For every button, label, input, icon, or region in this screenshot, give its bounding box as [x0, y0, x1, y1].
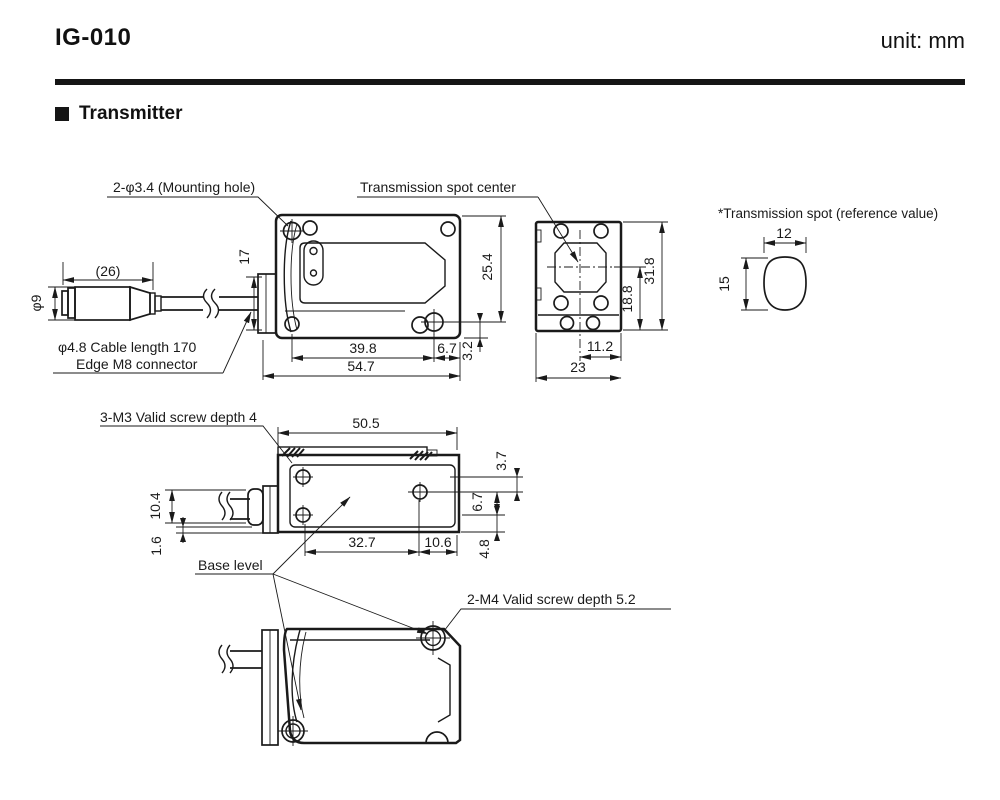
callout-cable: φ4.8 Cable length 170 Edge M8 connector [53, 311, 252, 374]
top-view: 2-φ3.4 (Mounting hole) Transmission spot… [28, 179, 579, 381]
m3-screw-label: 3-M3 Valid screw depth 4 [100, 409, 257, 425]
dim-spot-height: 15 [716, 257, 768, 311]
dim-connector-dia: φ9 [28, 286, 78, 321]
dim-side-length: 50.5 [277, 415, 458, 450]
m8-connector-drawing [61, 285, 162, 322]
dim-front-widths: 11.2 23 [535, 333, 622, 382]
dim-32-7: 32.7 [348, 534, 375, 550]
dim-side-left: 10.4 1.6 [147, 489, 276, 556]
section-title: Transmitter [79, 103, 183, 124]
dim-10-6: 10.6 [424, 534, 451, 550]
dim-11-2: 11.2 [587, 338, 613, 354]
cable-side [218, 485, 279, 534]
mounting-flange [257, 273, 277, 334]
dim-3-2: 3.2 [459, 341, 475, 361]
dim-3-7: 3.7 [493, 451, 509, 471]
front-view: 18.8 31.8 11.2 23 [534, 220, 668, 382]
dim-connector-length: (26) [62, 262, 154, 290]
spot-center-label: Transmission spot center [360, 179, 516, 195]
mounting-hole-label: 2-φ3.4 (Mounting hole) [113, 179, 255, 195]
callout-m4-screw: 2-M4 Valid screw depth 5.2 [443, 591, 671, 632]
cable-bottom [218, 644, 262, 674]
callout-m3-screw: 3-M3 Valid screw depth 4 [100, 409, 293, 464]
m4-screw-label: 2-M4 Valid screw depth 5.2 [467, 591, 636, 607]
dim-10-4: 10.4 [147, 492, 163, 519]
dim-23: 23 [570, 359, 586, 375]
spot-reference: *Transmission spot (reference value) 12 … [716, 206, 938, 311]
dim-6-7b: 6.7 [469, 492, 485, 512]
dim-hole-span: 39.8 6.7 54.7 [262, 334, 461, 381]
bottom-view: 2-M4 Valid screw depth 5.2 [218, 591, 671, 746]
unit-label: unit: mm [880, 28, 965, 53]
m3-screw-hatch-left [281, 447, 305, 458]
dim-54-7: 54.7 [347, 358, 374, 374]
dim-26: (26) [96, 263, 121, 279]
lens-window [554, 242, 607, 293]
dim-body-height: 25.4 3.2 [446, 215, 506, 361]
dim-phi9: φ9 [28, 294, 44, 311]
sensor-body-side [276, 446, 461, 534]
sensor-body-top [274, 213, 462, 340]
dim-31-8: 31.8 [641, 257, 657, 284]
side-view: 3-M3 Valid screw depth 4 50.5 10.4 1.6 [100, 409, 523, 711]
dim-12: 12 [776, 225, 792, 241]
spot-note: *Transmission spot (reference value) [718, 206, 938, 221]
sensor-body-bottom [261, 621, 462, 746]
dim-39-8: 39.8 [349, 340, 376, 356]
dim-25-4: 25.4 [479, 253, 495, 280]
dim-50-5: 50.5 [352, 415, 379, 431]
dim-4-8: 4.8 [476, 539, 492, 559]
callout-base-level: Base level [195, 496, 429, 711]
dim-flange-height: 17 [236, 249, 262, 331]
callout-spot-center: Transmission spot center [357, 179, 579, 263]
section-header: Transmitter [55, 103, 182, 125]
spot-shape [763, 256, 807, 311]
dim-side-right: 3.7 6.7 4.8 [430, 451, 523, 559]
header-rule [55, 79, 965, 85]
base-level-label: Base level [198, 557, 263, 573]
cable-label: φ4.8 Cable length 170 [58, 339, 197, 355]
section-bullet-icon [55, 107, 69, 121]
sensor-body-front [534, 220, 623, 361]
dim-front-heights: 18.8 31.8 [614, 221, 668, 331]
dim-side-bottom: 32.7 10.6 [304, 500, 458, 556]
dim-15: 15 [716, 276, 732, 292]
dim-18-8: 18.8 [619, 285, 635, 312]
callout-mounting-hole: 2-φ3.4 (Mounting hole) [107, 179, 289, 227]
dim-17: 17 [236, 249, 252, 265]
connector-label: Edge M8 connector [76, 356, 198, 372]
cable-drawing [161, 288, 258, 319]
dim-spot-width: 12 [763, 225, 807, 253]
dim-6-7: 6.7 [437, 340, 457, 356]
page-title: IG-010 [55, 24, 132, 51]
dim-1-6: 1.6 [148, 536, 164, 556]
